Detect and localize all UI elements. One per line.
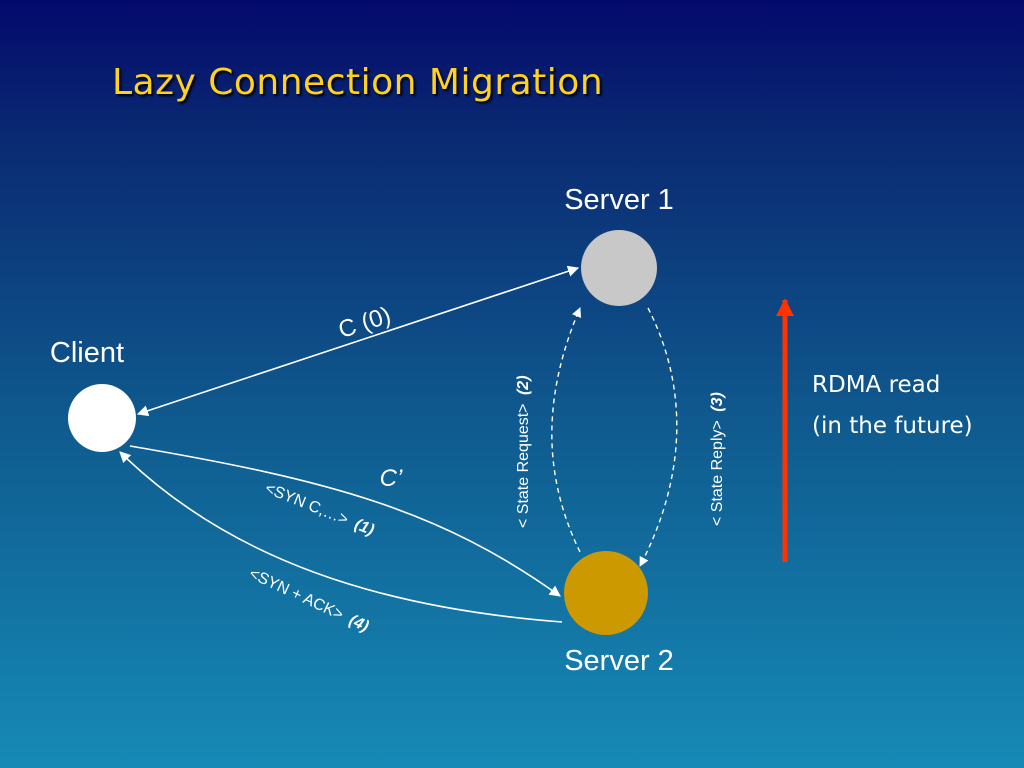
client-label: Client xyxy=(50,337,124,369)
server1-label: Server 1 xyxy=(564,184,674,216)
rdma-line2: (in the future) xyxy=(812,413,973,439)
syn-arrow xyxy=(129,445,561,597)
syn-step: (1) xyxy=(352,516,377,539)
c-prime-label: C’ xyxy=(380,465,403,492)
server1-node xyxy=(581,230,657,306)
server2-node xyxy=(564,551,648,635)
client-node xyxy=(68,384,136,452)
svg-text:<SYN + ACK> (4): <SYN + ACK> (4) xyxy=(246,565,371,635)
svg-text:< State Reply> (3): < State Reply> (3) xyxy=(709,392,726,526)
slide-title: Lazy Connection Migration xyxy=(112,62,604,103)
syn-ack-label: <SYN + ACK> (4) xyxy=(246,565,371,635)
state-reply-label: < State Reply> (3) xyxy=(709,392,726,526)
rdma-line1: RDMA read xyxy=(812,372,940,398)
svg-text:< State Request> (2): < State Request> (2) xyxy=(515,375,532,528)
state-request-arrow xyxy=(551,307,582,553)
state-request-label: < State Request> (2) xyxy=(515,375,532,528)
state-reply-step: (3) xyxy=(709,392,726,412)
syn-label: <SYN C,…> (1) xyxy=(263,480,377,539)
server2-label: Server 2 xyxy=(564,645,674,677)
syn-label-text: <SYN C,…> xyxy=(263,480,351,529)
state-reply-arrow xyxy=(639,307,678,567)
syn-ack-label-text: <SYN + ACK> xyxy=(246,565,345,623)
state-request-label-text: < State Request> xyxy=(515,403,532,528)
connection-c0-arrow xyxy=(136,265,580,417)
syn-ack-arrow xyxy=(119,451,563,623)
c0-label: C (0) xyxy=(335,302,394,344)
svg-text:<SYN C,…> (1): <SYN C,…> (1) xyxy=(263,480,377,539)
syn-ack-step: (4) xyxy=(346,612,371,636)
state-reply-label-text: < State Reply> xyxy=(709,420,726,526)
state-request-step: (2) xyxy=(515,375,532,395)
